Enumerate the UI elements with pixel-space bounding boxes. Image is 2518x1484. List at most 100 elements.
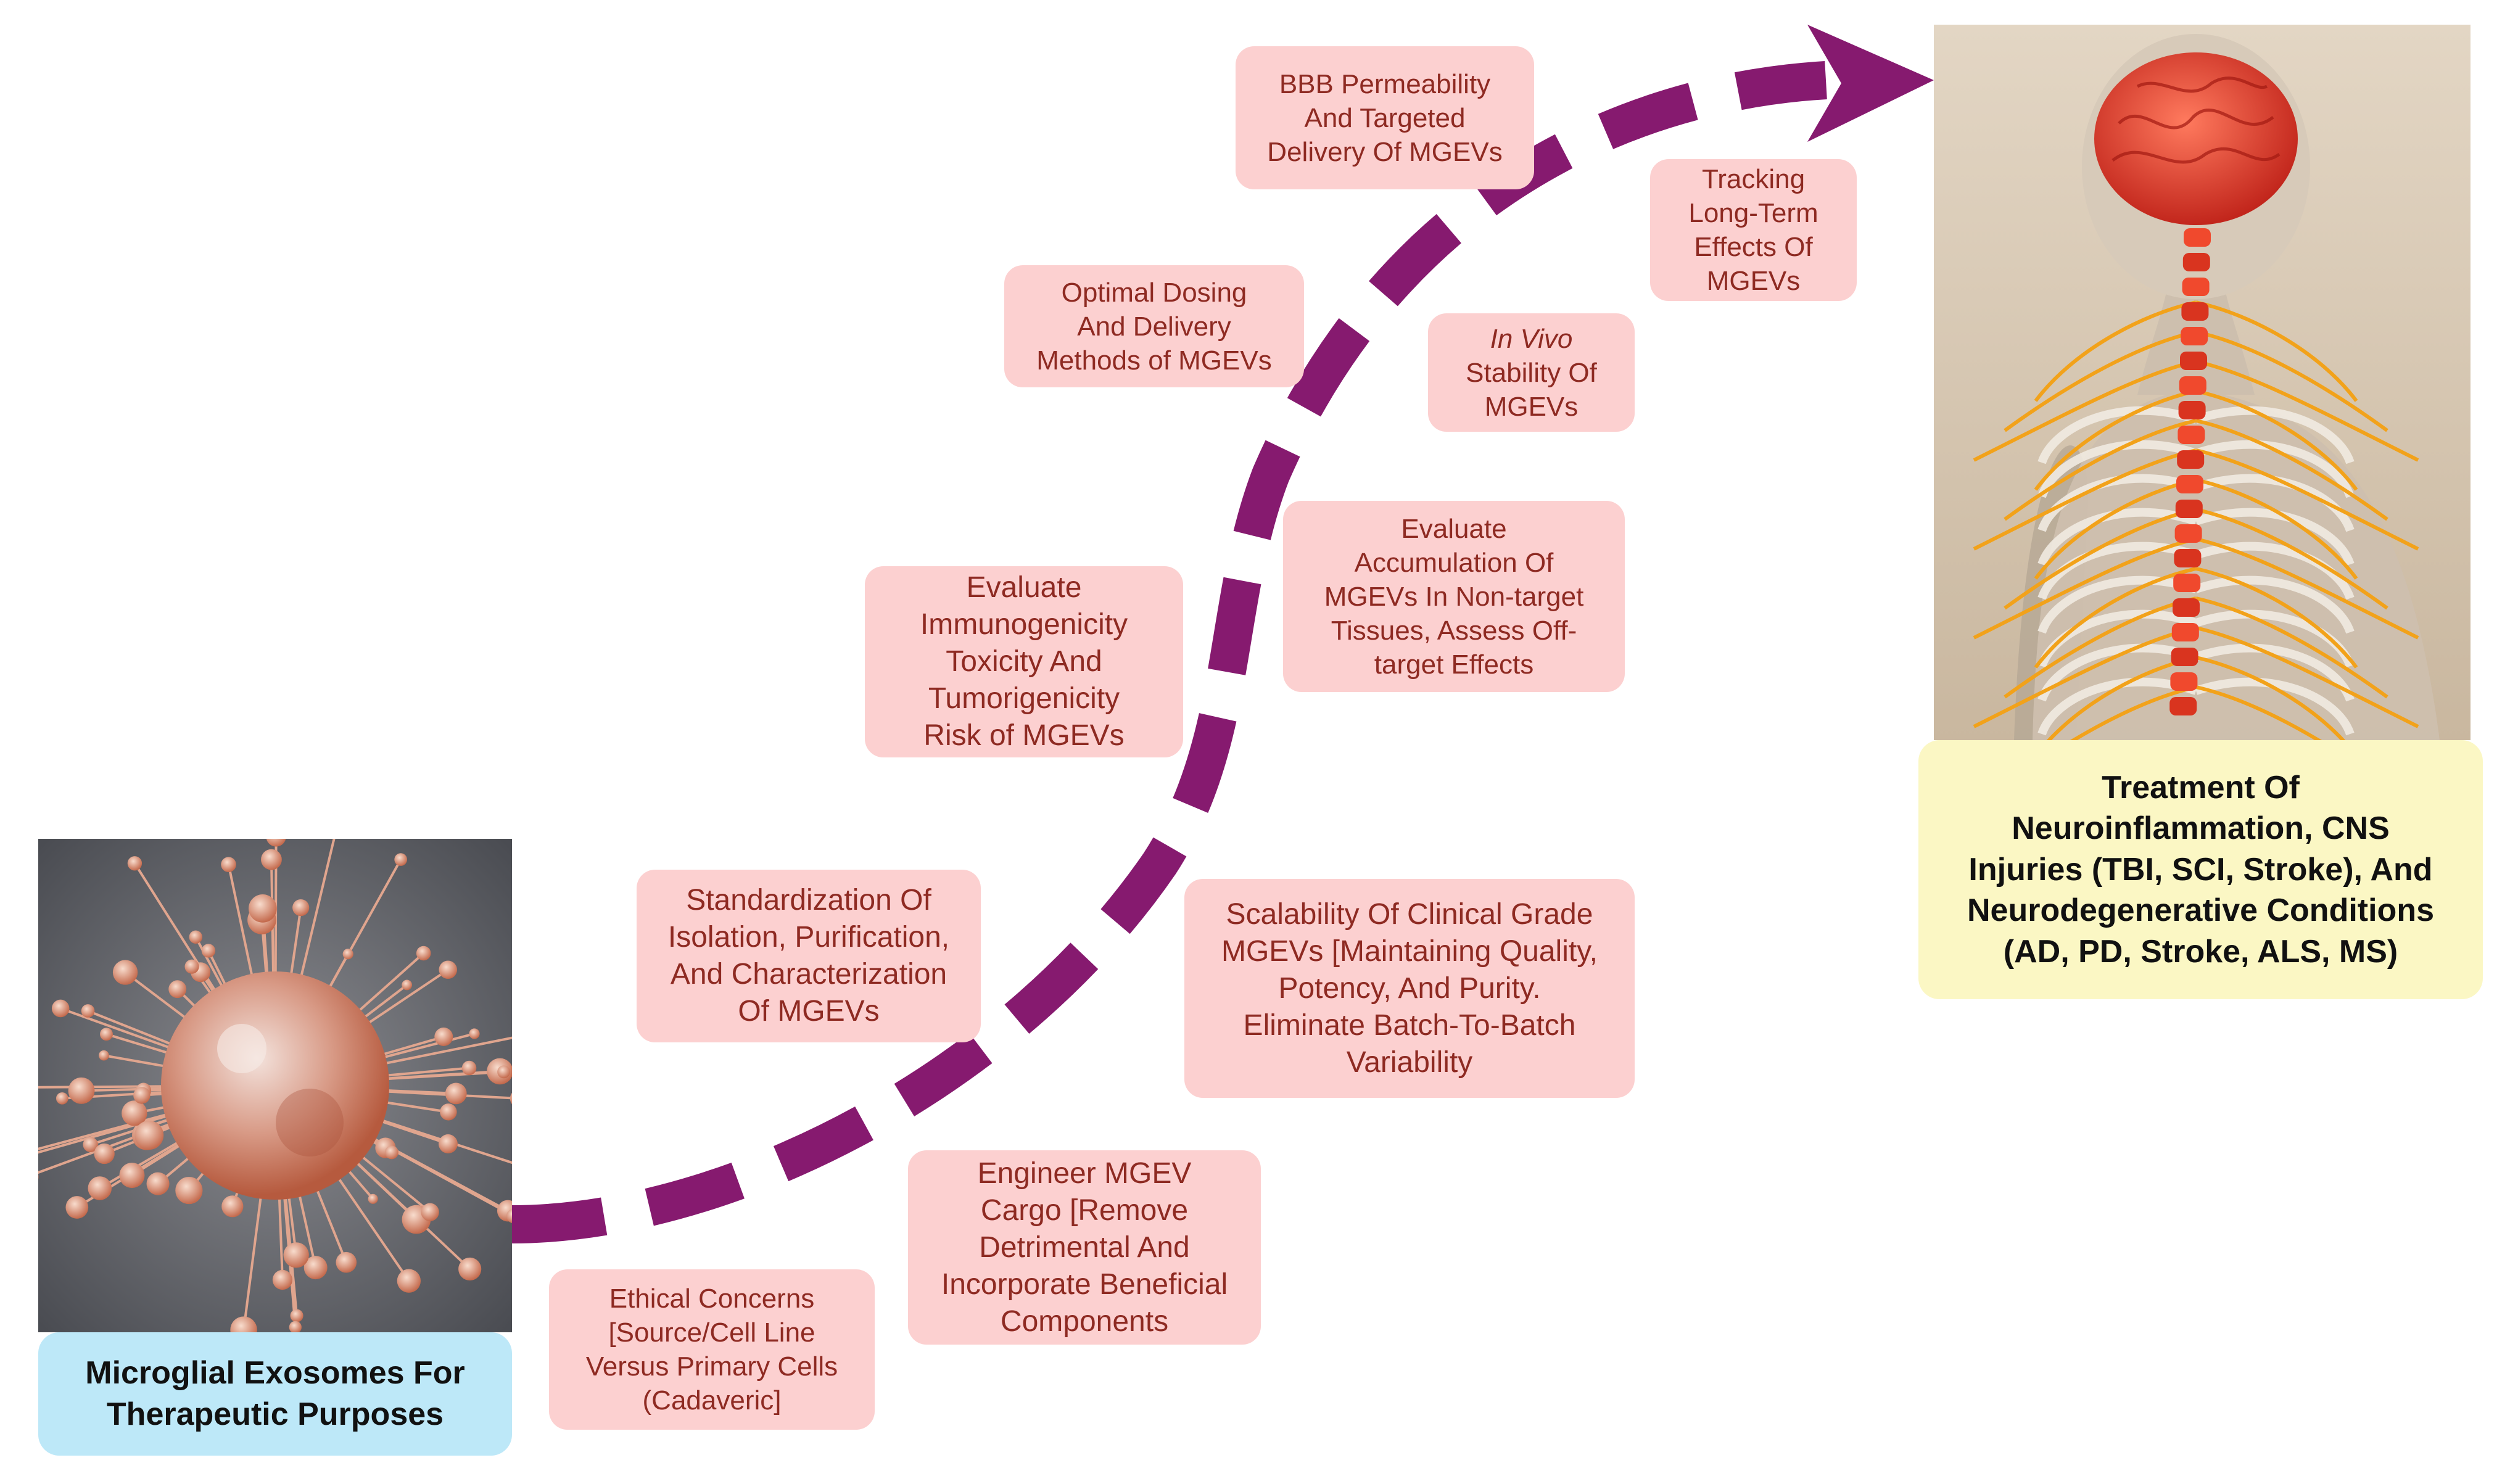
challenge-line: Delivery Of MGEVs bbox=[1267, 136, 1503, 167]
nerve bbox=[2195, 626, 2419, 728]
challenge-line: Ethical Concerns bbox=[609, 1284, 815, 1314]
vertebra bbox=[2177, 426, 2205, 444]
exosome-vesicle bbox=[506, 1209, 512, 1223]
challenge-line: Toxicity And bbox=[946, 645, 1102, 678]
vertebra bbox=[2173, 574, 2201, 592]
right-caption-line: Treatment Of bbox=[2102, 769, 2300, 806]
microglia-process bbox=[296, 1187, 317, 1268]
challenge-line: MGEVs bbox=[1706, 266, 1801, 296]
exosome-vesicle bbox=[397, 1269, 421, 1293]
challenge-bbb-permeability: BBB Permeability And Targeted Delivery O… bbox=[1236, 46, 1534, 189]
microglia-process bbox=[324, 859, 402, 995]
exosome-vesicle bbox=[94, 1143, 115, 1165]
challenge-engineer-cargo: Engineer MGEV Cargo [Remove Detrimental … bbox=[908, 1150, 1261, 1345]
vertebra bbox=[2178, 401, 2206, 419]
microglia-process bbox=[361, 968, 449, 1029]
rib bbox=[2037, 474, 2198, 532]
exosome-vesicle bbox=[146, 1172, 170, 1195]
left-caption-line: Therapeutic Purposes bbox=[106, 1396, 444, 1432]
challenge-line: Stability Of bbox=[1466, 357, 1597, 388]
vertebra bbox=[2171, 648, 2198, 666]
challenge-line: Components bbox=[1000, 1305, 1169, 1338]
challenge-line: And Delivery bbox=[1077, 311, 1231, 342]
exosome-vesicle bbox=[292, 899, 310, 917]
right-caption: Treatment Of Neuroinflammation, CNS Inju… bbox=[1918, 740, 2483, 999]
nerve bbox=[2195, 656, 2346, 740]
challenge-line: Cargo [Remove bbox=[980, 1193, 1189, 1227]
microglia-process bbox=[194, 936, 227, 994]
nervous-system-image-panel bbox=[1934, 25, 2471, 740]
exosome-vesicle bbox=[272, 1269, 293, 1290]
microglia-process bbox=[87, 1010, 178, 1048]
challenge-line: Tumorigenicity bbox=[928, 682, 1120, 715]
microglia-process bbox=[38, 1111, 175, 1150]
vertebra bbox=[2171, 623, 2199, 641]
rib bbox=[2194, 508, 2355, 566]
challenge-line: Versus Primary Cells bbox=[585, 1351, 838, 1382]
exosome-vesicle bbox=[65, 1196, 89, 1219]
challenge-line: Of MGEVs bbox=[738, 995, 880, 1028]
vertebra bbox=[2170, 672, 2198, 691]
challenge-line: MGEVs In Non-target bbox=[1324, 581, 1584, 612]
rib bbox=[2037, 440, 2198, 498]
exosome-vesicle bbox=[175, 1176, 203, 1205]
challenge-immunogenicity: Evaluate Immunogenicity Toxicity And Tum… bbox=[865, 566, 1183, 757]
nerve bbox=[2034, 567, 2197, 669]
challenge-standardization: Standardization Of Isolation, Purificati… bbox=[637, 870, 981, 1042]
exosome-vesicle bbox=[461, 1060, 477, 1076]
microglia-process bbox=[313, 1182, 348, 1263]
challenge-dosing: Optimal Dosing And Delivery Methods of M… bbox=[1004, 265, 1304, 387]
challenge-line: Optimal Dosing bbox=[1061, 277, 1247, 308]
exosome-vesicle bbox=[134, 1120, 164, 1150]
exosome-vesicle bbox=[458, 1257, 482, 1281]
rib bbox=[2037, 508, 2198, 566]
nerve bbox=[2195, 448, 2419, 551]
exosome-vesicle bbox=[283, 1242, 309, 1268]
exosome-vesicle bbox=[100, 1028, 113, 1041]
nerve bbox=[2195, 419, 2388, 521]
rib bbox=[2194, 440, 2355, 498]
microglia-process bbox=[355, 1151, 431, 1213]
challenge-line: target Effects bbox=[1374, 649, 1534, 680]
nerve bbox=[2195, 389, 2358, 491]
microglia-image-panel bbox=[38, 839, 512, 1332]
challenge-line: [Source/Cell Line bbox=[608, 1317, 815, 1348]
microglia-process bbox=[379, 1066, 469, 1078]
challenge-line: Isolation, Purification, bbox=[667, 921, 950, 954]
right-caption-line: Injuries (TBI, SCI, Stroke), And bbox=[1968, 851, 2433, 888]
nerve bbox=[1973, 448, 2197, 551]
vertebra bbox=[2174, 524, 2202, 543]
exosome-vesicle bbox=[510, 1092, 512, 1105]
nerve bbox=[2195, 596, 2388, 699]
left-caption-line: Microglial Exosomes For bbox=[85, 1355, 465, 1391]
exosome-vesicle bbox=[119, 1163, 145, 1189]
exosome-vesicle bbox=[230, 1316, 257, 1332]
exosome-vesicle bbox=[56, 1092, 68, 1105]
rib bbox=[2194, 677, 2355, 736]
challenge-line: And Characterization bbox=[670, 958, 947, 991]
rib bbox=[2037, 643, 2198, 702]
challenge-line: Methods of MGEVs bbox=[1036, 345, 1272, 376]
vertebra bbox=[2182, 278, 2210, 296]
exosome-vesicle bbox=[99, 1050, 109, 1061]
exosome-vesicle bbox=[122, 1100, 147, 1126]
vertebra bbox=[2180, 352, 2207, 370]
exosome-vesicle bbox=[266, 839, 286, 847]
challenge-line: Tissues, Assess Off- bbox=[1331, 615, 1577, 646]
challenge-line: And Targeted bbox=[1304, 102, 1466, 133]
exosome-vesicle bbox=[384, 1145, 398, 1160]
challenge-line: Incorporate Beneficial bbox=[941, 1268, 1228, 1301]
microglia-process bbox=[227, 864, 255, 984]
challenge-line: Effects Of bbox=[1694, 232, 1813, 262]
vertebra bbox=[2181, 302, 2209, 321]
exosome-vesicle bbox=[261, 849, 282, 870]
exosome-vesicle bbox=[221, 1195, 244, 1218]
nerve bbox=[2195, 478, 2358, 580]
vertebra bbox=[2176, 475, 2203, 493]
exosome-vesicle bbox=[445, 1082, 467, 1105]
vertebra bbox=[2179, 376, 2206, 395]
exosome-vesicle bbox=[68, 1077, 95, 1104]
exosome-vesicle bbox=[402, 979, 413, 991]
vertebra bbox=[2169, 697, 2197, 715]
nerve bbox=[2004, 508, 2197, 610]
